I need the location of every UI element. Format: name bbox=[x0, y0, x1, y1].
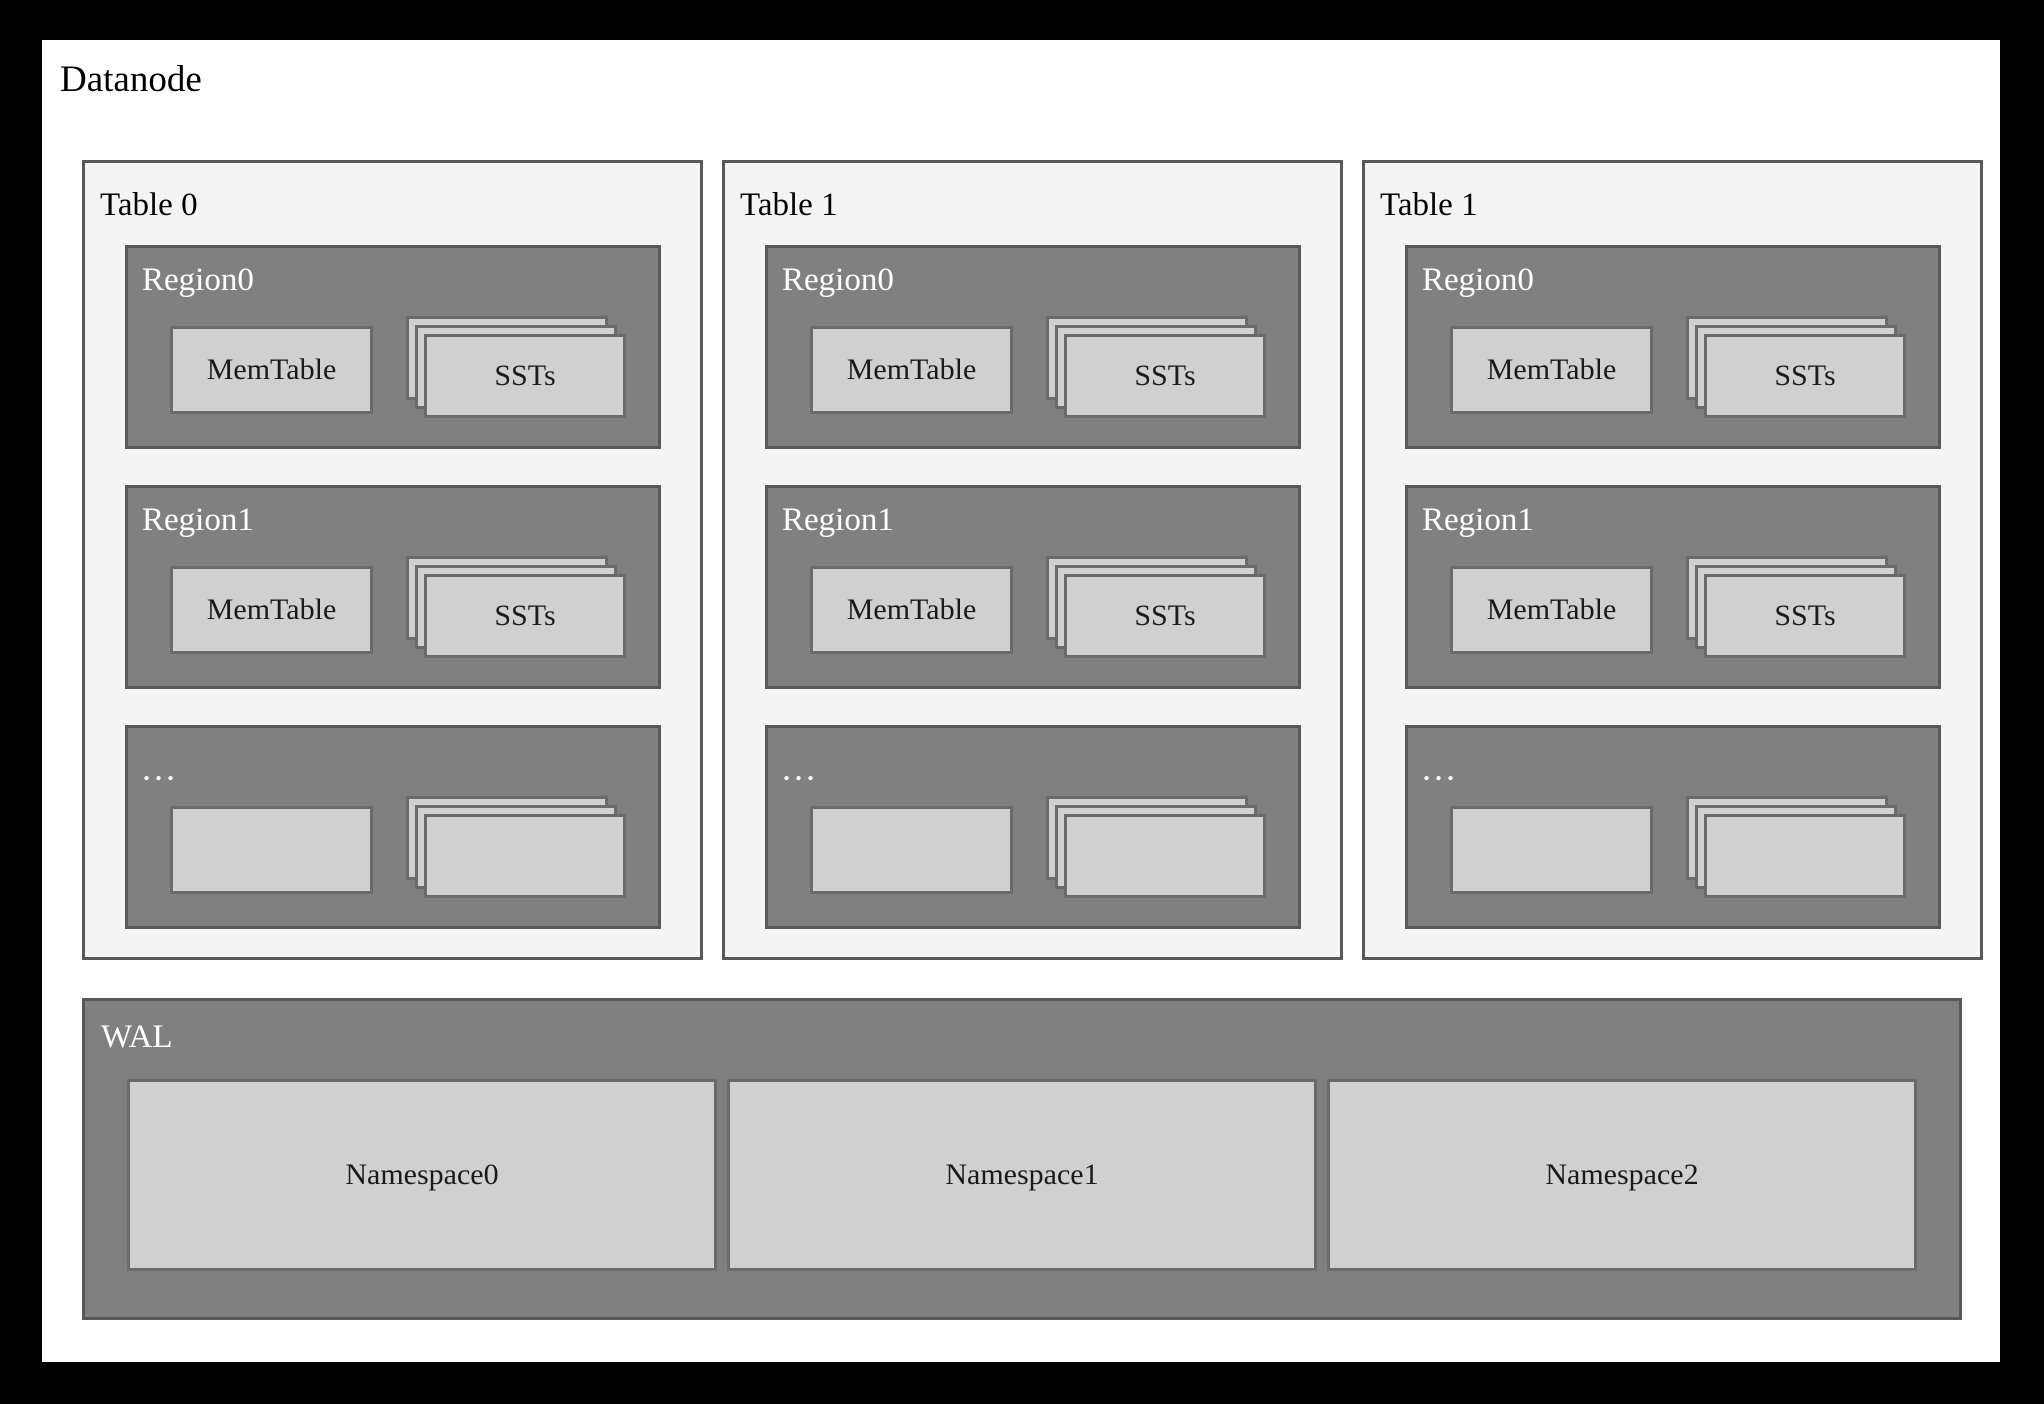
sst-stack-2-2 bbox=[1686, 796, 1906, 904]
region-label-2-1: Region1 bbox=[1422, 502, 1534, 538]
sst-stack-1-1: SSTs bbox=[1046, 556, 1266, 664]
sst-stack-2-0: SSTs bbox=[1686, 316, 1906, 424]
table-panel-0: Table 0 Region0 MemTable SSTs Region1 Me… bbox=[82, 160, 703, 960]
sst-card-front: SSTs bbox=[424, 334, 626, 418]
sst-stack-0-2 bbox=[406, 796, 626, 904]
table-label-1: Table 1 bbox=[740, 187, 838, 223]
datanode-container: Datanode Table 0 Region0 MemTable SSTs R… bbox=[42, 40, 2000, 1362]
region-label-1-0: Region0 bbox=[782, 262, 894, 298]
memtable-box-0-1: MemTable bbox=[170, 566, 373, 654]
datanode-title: Datanode bbox=[60, 59, 202, 100]
tables-row: Table 0 Region0 MemTable SSTs Region1 Me… bbox=[82, 160, 1983, 960]
region-card-1-1: Region1 MemTable SSTs bbox=[765, 485, 1301, 689]
region-label-2-0: Region0 bbox=[1422, 262, 1534, 298]
namespace-box-2: Namespace2 bbox=[1327, 1079, 1917, 1271]
table-panel-1: Table 1 Region0 MemTable SSTs Region1 Me… bbox=[722, 160, 1343, 960]
region-card-2-2: ... bbox=[1405, 725, 1941, 929]
sst-card-front bbox=[424, 814, 626, 898]
namespace-box-1: Namespace1 bbox=[727, 1079, 1317, 1271]
memtable-box-1-1: MemTable bbox=[810, 566, 1013, 654]
sst-card-front: SSTs bbox=[1704, 574, 1906, 658]
sst-card-front: SSTs bbox=[424, 574, 626, 658]
region-card-2-0: Region0 MemTable SSTs bbox=[1405, 245, 1941, 449]
sst-card-front: SSTs bbox=[1064, 334, 1266, 418]
region-card-0-0: Region0 MemTable SSTs bbox=[125, 245, 661, 449]
sst-card-front bbox=[1704, 814, 1906, 898]
memtable-box-2-1: MemTable bbox=[1450, 566, 1653, 654]
namespace-box-0: Namespace0 bbox=[127, 1079, 717, 1271]
region-card-0-2: ... bbox=[125, 725, 661, 929]
table-panel-2: Table 1 Region0 MemTable SSTs Region1 Me… bbox=[1362, 160, 1983, 960]
region-label-2-2: ... bbox=[1422, 748, 1458, 788]
region-label-0-2: ... bbox=[142, 748, 178, 788]
sst-stack-1-0: SSTs bbox=[1046, 316, 1266, 424]
sst-stack-0-1: SSTs bbox=[406, 556, 626, 664]
sst-card-front: SSTs bbox=[1704, 334, 1906, 418]
memtable-box-1-0: MemTable bbox=[810, 326, 1013, 414]
sst-card-front: SSTs bbox=[1064, 574, 1266, 658]
memtable-box-0-0: MemTable bbox=[170, 326, 373, 414]
region-label-1-2: ... bbox=[782, 748, 818, 788]
region-card-0-1: Region1 MemTable SSTs bbox=[125, 485, 661, 689]
region-card-1-0: Region0 MemTable SSTs bbox=[765, 245, 1301, 449]
table-label-0: Table 0 bbox=[100, 187, 198, 223]
sst-stack-2-1: SSTs bbox=[1686, 556, 1906, 664]
region-card-2-1: Region1 MemTable SSTs bbox=[1405, 485, 1941, 689]
wal-label: WAL bbox=[101, 1019, 173, 1055]
memtable-box-2-2 bbox=[1450, 806, 1653, 894]
memtable-box-1-2 bbox=[810, 806, 1013, 894]
sst-stack-0-0: SSTs bbox=[406, 316, 626, 424]
memtable-box-0-2 bbox=[170, 806, 373, 894]
region-label-0-0: Region0 bbox=[142, 262, 254, 298]
sst-card-front bbox=[1064, 814, 1266, 898]
table-label-2: Table 1 bbox=[1380, 187, 1478, 223]
wal-container: WAL Namespace0 Namespace1 Namespace2 bbox=[82, 998, 1962, 1320]
region-label-1-1: Region1 bbox=[782, 502, 894, 538]
sst-stack-1-2 bbox=[1046, 796, 1266, 904]
memtable-box-2-0: MemTable bbox=[1450, 326, 1653, 414]
region-card-1-2: ... bbox=[765, 725, 1301, 929]
region-label-0-1: Region1 bbox=[142, 502, 254, 538]
